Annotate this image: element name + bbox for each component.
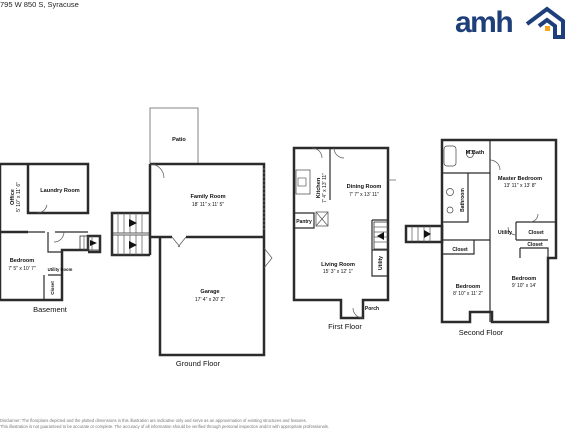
basement-office-label: Office [10,189,16,205]
second-master-closet-label: Closet [528,230,544,236]
second-utility-label: Utility [498,230,512,236]
ground-garage-door-swing [171,236,187,248]
basement-closet-walls [43,232,62,300]
first-kitchen-counter [295,169,311,195]
first-living-label: Living Room [321,262,355,268]
second-bathroom-walls [442,173,469,223]
second-bathroom-label: Bathroom [460,188,466,212]
basement-title: Basement [33,305,68,314]
first-porch-door-swing [352,307,364,319]
basement-bedroom-label: Bedroom [10,258,35,264]
second-bed2-closet-label: Closet [527,242,543,248]
basement-door-swing-2 [53,231,65,243]
ground-patio-door-swing [149,163,165,179]
basement-laundry-walls [0,162,90,215]
ground-outer-walls [148,162,266,357]
ground-garage-label: Garage [200,289,219,295]
first-utility-label: Utility [378,256,384,270]
second-mbath-walls [442,140,491,174]
second-closet-walls [515,221,556,241]
first-dining-label: Dining Room [347,184,382,190]
second-master-label: Master Bedroom [498,176,542,182]
first-kitchen-dim: 7' 4" x 13' 11" [322,173,328,203]
second-mbath-sink-icon [466,150,474,158]
second-bedroom2-dim: 9' 10" x 14' [512,283,536,289]
second-bath-sink-icon [446,206,454,214]
brand-logo: amh [455,6,565,40]
first-kitchen-label: Kitchen [316,177,322,198]
basement-door-swing [36,204,48,214]
basement-utility-label: Utility Room [48,267,73,272]
second-stair-arrow-icon [424,230,431,238]
second-tub-icon [443,145,457,167]
basement-stair-arrow-icon [90,240,97,246]
disclaimer-line-2: This illustration is not guaranteed to b… [0,424,330,429]
first-porch-label: Porch [365,306,379,312]
ground-floor-plan: Patio Family Room 18' 11" x 11' 5" Garag… [110,107,273,368]
first-door-swings [311,147,345,159]
first-living-dim: 15' 3" x 12' 1" [323,269,353,275]
first-kitchen-island [315,211,329,227]
ground-patio-label: Patio [172,137,186,143]
ground-garage-dim: 17' 4" x 20' 2" [195,297,225,303]
second-mbath-label: M.Bath [466,150,485,156]
first-pantry-label: Pantry [296,219,312,225]
second-bath-toilet-icon [446,188,454,196]
basement-closet-label: Closet [50,281,55,295]
basement-laundry-label: Laundry Room [40,188,79,194]
basement-office-dim: 5' 10" x 11' 6" [16,182,22,212]
property-address: 795 W 850 S, Syracuse [0,0,79,9]
first-pantry-walls [294,212,315,229]
second-door-swings [489,159,539,236]
ground-stair-down-arrow-icon [129,241,137,249]
brand-wordmark: amh [455,6,514,39]
first-dining-dim: 7' 7" x 13' 11" [349,192,379,198]
second-bedroom-walls [489,240,549,322]
ground-family-label: Family Room [190,194,225,200]
first-floor-plan: Kitchen 7' 4" x 13' 11" Dining Room 7' 7… [292,146,396,331]
second-floor-plan: M.Bath Master Bedroom 13' 11" x 13' 8" B… [404,138,558,337]
ground-side-door-swing [263,247,273,269]
second-bedroom1-dim: 8' 10" x 11' 2" [453,291,483,297]
first-title: First Floor [328,322,362,331]
second-bedroom1-label: Bedroom [456,284,481,290]
disclaimer-line-1: Disclaimer: The floorplans depicted and … [0,418,307,423]
basement-office-walls [0,164,28,300]
second-outer-walls [440,138,558,324]
ground-stairs [111,212,151,256]
ground-family-dim: 18' 11" x 11' 5" [192,202,224,208]
second-master-dim: 13' 11" x 13' 8" [504,183,537,189]
basement-bedroom-dim: 7' 5" x 10' 7" [8,266,36,272]
first-stair-arrow-icon [377,232,384,240]
basement-plan: Office 5' 10" x 11' 6" Laundry Room Bedr… [0,162,102,314]
house-roof-icon [525,6,565,39]
first-stove-icon [297,177,307,187]
second-title: Second Floor [459,328,504,337]
first-stair-utility-walls [371,219,388,277]
second-bedroom2-label: Bedroom [512,276,537,282]
first-stairs [373,221,389,250]
disclaimer: Disclaimer: The floorplans depicted and … [0,418,576,430]
ground-title: Ground Floor [176,359,221,368]
basement-stairs [79,235,101,251]
ground-patio-outline [149,107,199,165]
ground-stair-up-arrow-icon [129,219,137,227]
second-hall-closet-label: Closet [452,247,468,253]
